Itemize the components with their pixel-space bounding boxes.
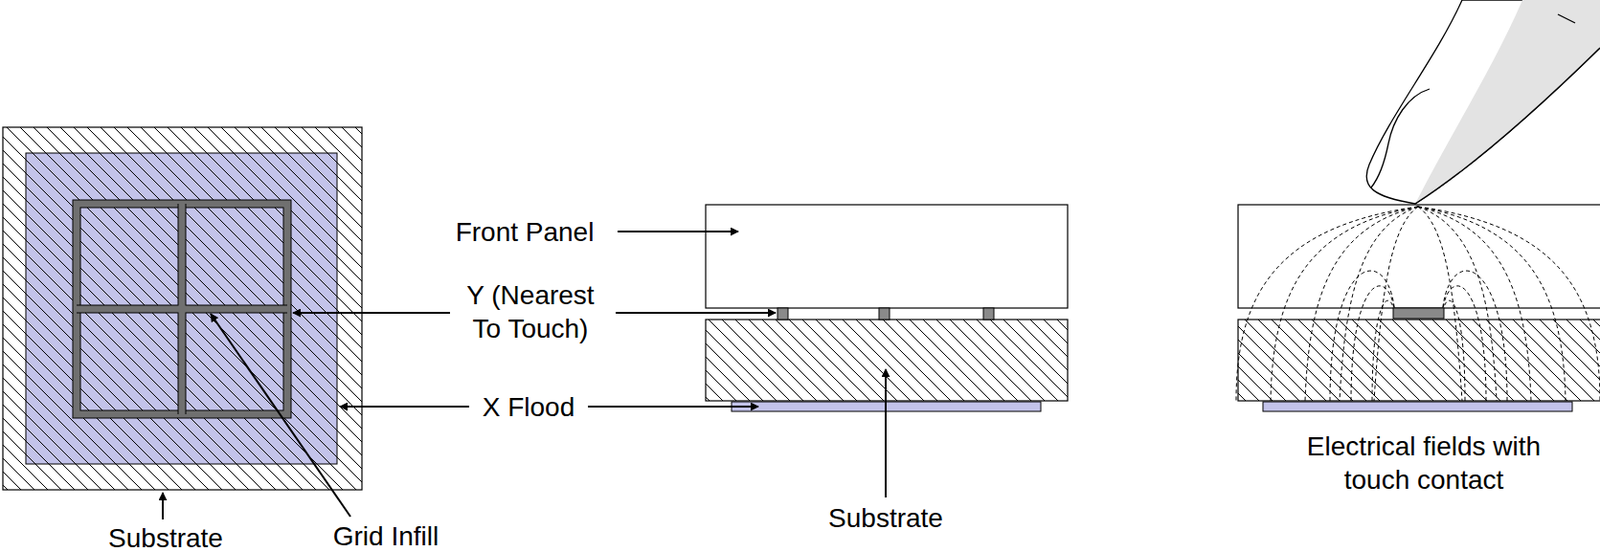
- part-label: Front Panel: [455, 215, 595, 249]
- leader-arrows: [162, 231, 886, 520]
- field-line: [1329, 270, 1396, 402]
- finger: [1366, 0, 1600, 204]
- top-view: [2, 127, 362, 491]
- part-label: Grid Infill: [333, 519, 439, 552]
- field-line: [1442, 286, 1487, 402]
- y-electrode: [983, 308, 994, 320]
- field-line: [1442, 270, 1508, 402]
- part-label: X Flood: [482, 390, 576, 425]
- front-panel: [1238, 204, 1600, 309]
- touch-view: [1236, 0, 1600, 412]
- y-electrode: [1393, 308, 1444, 319]
- substrate-area: [2, 127, 362, 491]
- field-line: [1339, 206, 1419, 402]
- front-panel: [705, 204, 1068, 309]
- field-line: [1418, 206, 1463, 402]
- leader-arrow: [615, 312, 776, 315]
- field-line: [1374, 206, 1419, 402]
- x-flood-area: [25, 153, 338, 465]
- substrate-hatch: [1238, 319, 1600, 402]
- part-label: Substrate: [108, 521, 224, 552]
- field-line: [1372, 300, 1396, 402]
- part-label: Substrate: [828, 501, 944, 536]
- leader-arrow: [161, 493, 164, 520]
- field-lines: [1236, 206, 1600, 402]
- grid-infill: [76, 203, 288, 415]
- part-label: Y (Nearest To Touch): [451, 278, 610, 346]
- field-line: [1270, 206, 1419, 402]
- field-line: [1351, 286, 1396, 402]
- field-line: [1418, 206, 1600, 402]
- x-flood-hatch: [25, 153, 338, 465]
- leader-arrow: [587, 405, 759, 408]
- field-line: [1442, 300, 1465, 402]
- leader-arrow: [339, 405, 470, 408]
- field-line: [1236, 206, 1419, 402]
- leader-arrow: [292, 312, 451, 315]
- x-flood: [1262, 402, 1573, 412]
- field-line: [1418, 206, 1497, 402]
- leader-arrow: [210, 314, 351, 518]
- y-electrode: [878, 308, 890, 320]
- leader-arrow: [884, 369, 887, 498]
- y-electrode: [777, 308, 789, 320]
- caption-label: Electrical fields with touch contact: [1289, 429, 1558, 497]
- field-line: [1418, 206, 1532, 402]
- field-line: [1305, 206, 1419, 402]
- leader-arrow: [617, 230, 739, 233]
- field-line: [1418, 206, 1566, 402]
- substrate-hatch: [2, 127, 362, 491]
- substrate: [1238, 319, 1600, 402]
